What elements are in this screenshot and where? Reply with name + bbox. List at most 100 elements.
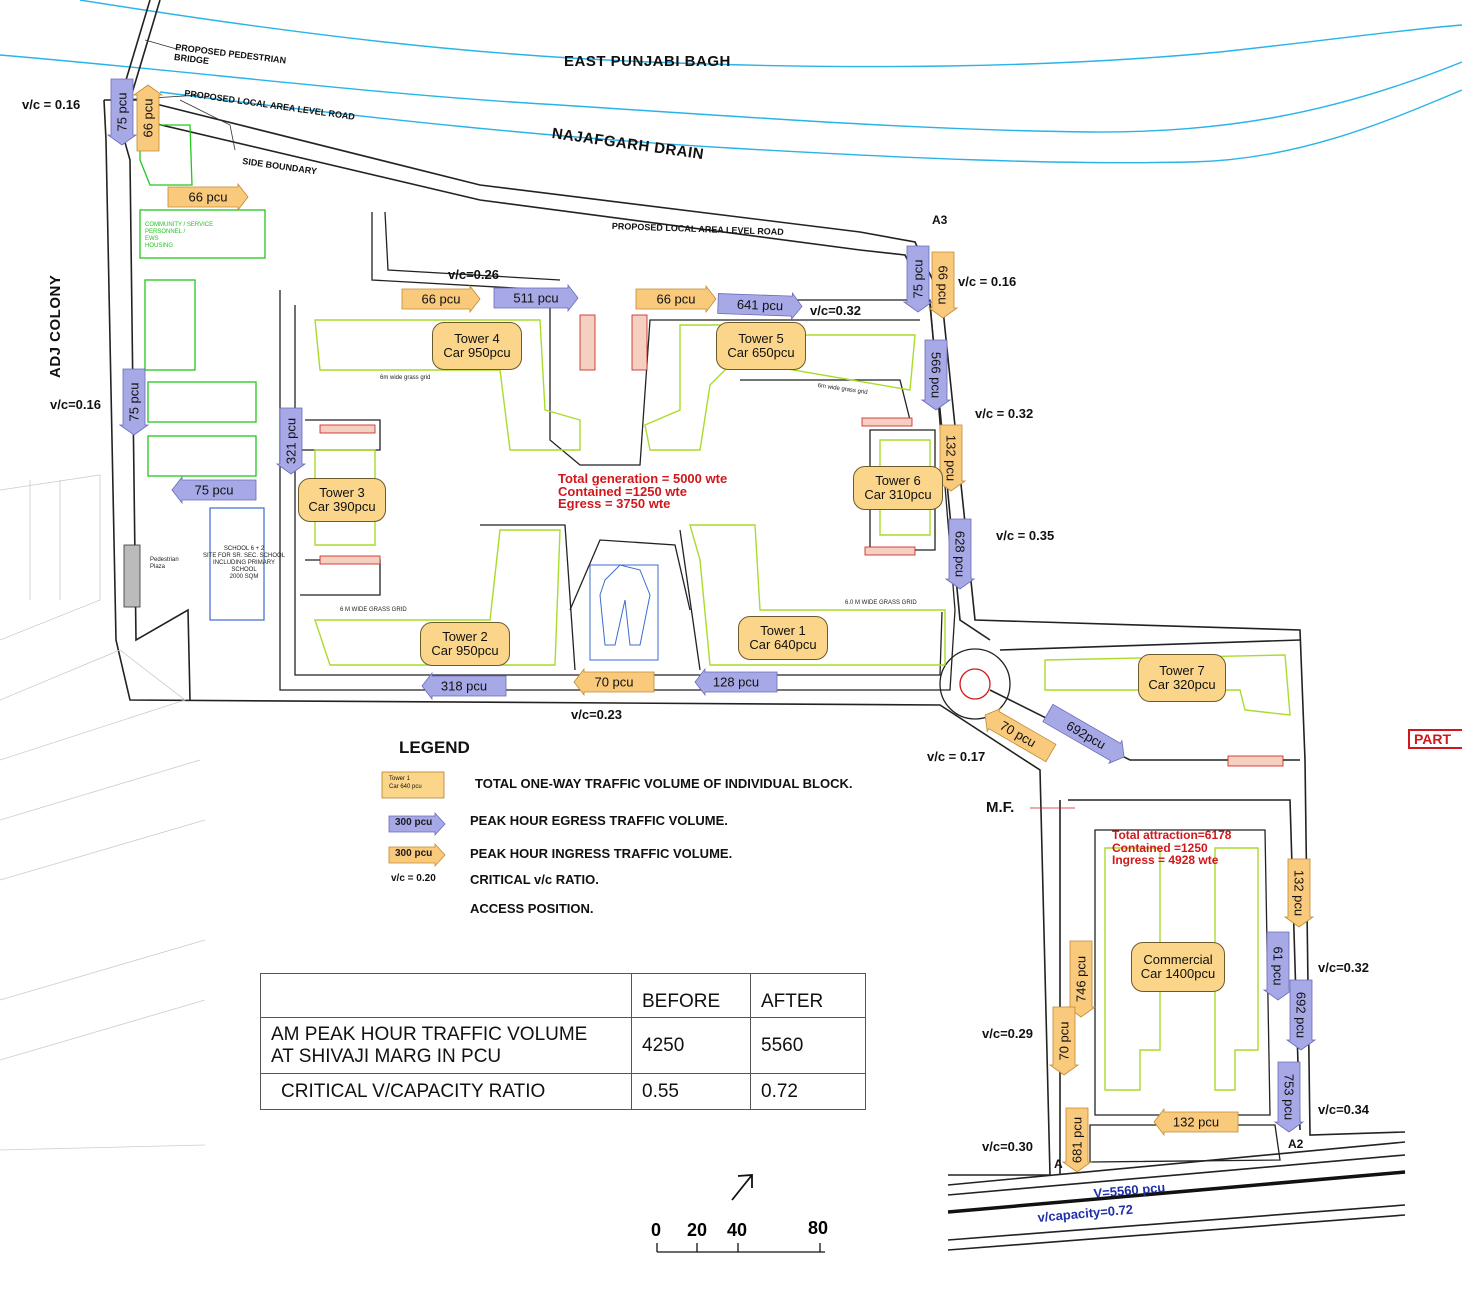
vc-right-commercial-034: v/c=0.34 [1318, 1102, 1369, 1117]
north-arrow-icon [731, 1174, 753, 1201]
site-boundary [103, 0, 1406, 1251]
flow-value: 61 pcu [1271, 946, 1286, 985]
flow-arrow-f692_r: 692 pcu [1285, 979, 1317, 1051]
flow-arrow-f566: 566 pcu [920, 339, 952, 411]
green-blocks [139, 124, 266, 477]
vc-right-032: v/c = 0.32 [975, 406, 1034, 421]
ingress-arrow-icon [1048, 1006, 1080, 1076]
legend-ingress-arrow [388, 842, 446, 868]
table-row-label: CRITICAL V/CAPACITY RATIO [260, 1073, 632, 1110]
vc-bottom-023: v/c=0.23 [571, 707, 622, 722]
flow-arrow-f318: 318 pcu [421, 671, 507, 701]
flow-arrow-f70: 70 pcu [573, 667, 655, 697]
egress-arrow-icon [1273, 1061, 1305, 1133]
flow-arrow-f75_left: 75 pcu [118, 368, 150, 436]
flow-value: 75 pcu [194, 483, 233, 498]
part-label: PART [1408, 729, 1462, 749]
vc-commercial-030: v/c=0.30 [982, 1139, 1033, 1154]
pedestrian-plaza-hatch [123, 544, 141, 608]
flow-value: 628 pcu [953, 531, 968, 577]
scale-bar [656, 1243, 825, 1253]
egress-arrow-icon [171, 475, 257, 505]
flow-value: 692 pcu [1294, 992, 1309, 1038]
flow-arrow-f70_l: 70 pcu [1048, 1006, 1080, 1076]
attraction-line-1: Total attraction=6178 [1112, 828, 1232, 842]
east-punjabi-bagh-label: EAST PUNJABI BAGH [564, 53, 731, 70]
ingress-arrow-icon [935, 424, 967, 492]
flow-arrow-f641: 641 pcu [717, 291, 803, 321]
tower-name: Tower 4 [454, 331, 500, 346]
pedestrian-plaza-label: Pedestrian Plaza [150, 557, 179, 570]
ingress-arrow-icon [573, 667, 655, 697]
legend-sample-tower: Tower 1 Car 640 pcu [389, 776, 422, 790]
legend-item-access: ACCESS POSITION. [470, 901, 594, 916]
ingress-arrow-icon [635, 284, 717, 314]
flow-arrow-f132_b: 132 pcu [1153, 1107, 1239, 1137]
flow-value: 753 pcu [1282, 1074, 1297, 1120]
legend-tower-swatch [381, 771, 445, 799]
flow-arrow-f132_r: 132 pcu [1283, 858, 1315, 928]
legend-sample-vc: v/c = 0.20 [391, 873, 436, 884]
flow-arrow-f681: 681 pcu [1061, 1107, 1093, 1173]
table-cell-after: 0.72 [750, 1073, 866, 1110]
flow-value: 66 pcu [936, 265, 951, 304]
access-a2-label: A2 [1288, 1137, 1304, 1151]
table-cell-before: 0.55 [631, 1073, 751, 1110]
tower-name: Tower 3 [319, 485, 365, 500]
egress-arrow-icon [421, 671, 507, 701]
flow-value: 66 pcu [141, 98, 156, 137]
ingress-arrow-icon [984, 707, 1057, 763]
egress-arrow-icon [1042, 703, 1125, 765]
adj-colony-hatch [0, 474, 206, 1151]
flow-arrow-f66_a: 66 pcu [401, 284, 481, 314]
flow-value: 681 pcu [1070, 1117, 1085, 1163]
tower-car-volume: Car 650pcu [727, 345, 795, 360]
vc-left-mid: v/c=0.16 [50, 397, 101, 412]
scale-tick-40: 40 [727, 1220, 748, 1240]
mf-label: M.F. [986, 799, 1015, 816]
egress-arrow-icon [106, 78, 138, 146]
flow-arrow-f692: 692pcu [1042, 703, 1125, 765]
ingress-arrow-icon [388, 842, 446, 868]
egress-arrow-icon [717, 291, 803, 321]
access-a3-label: A3 [932, 213, 948, 227]
flow-arrow-f321: 321 pcu [275, 407, 307, 475]
flow-arrow-f61: 61 pcu [1262, 931, 1294, 1001]
flow-arrow-f753: 753 pcu [1273, 1061, 1305, 1133]
ingress-arrow-icon [401, 284, 481, 314]
flow-value: 511 pcu [513, 291, 558, 306]
flow-value: 75 pcu [127, 382, 142, 421]
ingress-arrow-icon [132, 84, 164, 152]
scale-tick-0: 0 [651, 1220, 662, 1240]
school-label: SCHOOL 6 + 2 SITE FOR SR. SEC. SCHOOL IN… [203, 546, 286, 580]
access-a-label: A [1054, 1157, 1063, 1171]
ingress-arrow-icon [927, 251, 959, 319]
vc-right-commercial-032: v/c=0.32 [1318, 960, 1369, 975]
vc-top-032: v/c=0.32 [810, 303, 861, 318]
flow-arrow-f66_b: 66 pcu [635, 284, 717, 314]
vc-right-035: v/c = 0.35 [996, 528, 1055, 543]
table-cell-after: 5560 [750, 1017, 866, 1074]
tower-footprints [314, 319, 1291, 1091]
grass-grid-1-label: 6 M WIDE GRASS GRID [340, 607, 407, 613]
table-header-after: AFTER [750, 973, 866, 1018]
vc-top-left: v/c = 0.16 [22, 97, 81, 112]
egress-arrow-icon [920, 339, 952, 411]
flow-value: 321 pcu [284, 418, 299, 464]
flow-value: 66 pcu [188, 190, 227, 205]
main-road-median [947, 1170, 1406, 1214]
central-plaza [589, 564, 659, 661]
flow-value: 132 pcu [944, 435, 959, 481]
generation-line-3: Egress = 3750 wte [558, 496, 671, 511]
flow-value: 75 pcu [911, 259, 926, 298]
flow-arrow-f132_t6: 132 pcu [935, 424, 967, 492]
legend-sample-ingress: 300 pcu [395, 848, 433, 859]
